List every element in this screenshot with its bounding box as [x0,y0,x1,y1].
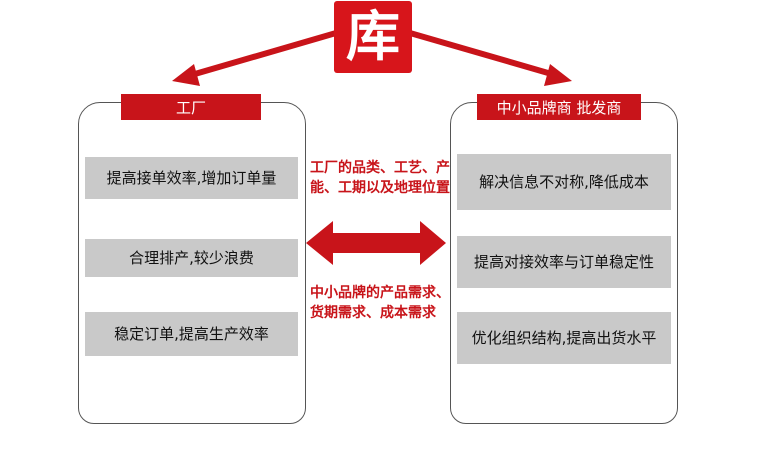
ku-logo-icon: 库 [334,1,412,73]
factory-benefit-2: 合理排产,较少浪费 [85,239,298,277]
factory-header: 工厂 [121,94,261,120]
factory-benefit-3: 稳定订单,提高生产效率 [85,312,298,356]
arrow-to-factory [187,30,337,79]
brand-benefit-1: 解决信息不对称,降低成本 [457,154,671,210]
factory-benefit-1: 提高接单效率,增加订单量 [85,157,298,199]
arrow-to-brands [409,30,556,78]
factory-info-text: 工厂的品类、工艺、产能、工期以及地理位置 [310,160,450,196]
brands-header: 中小品牌商 批发商 [477,94,641,120]
brand-benefit-3: 优化组织结构,提高出货水平 [457,312,671,364]
double-arrow [306,221,446,265]
arrowhead-left [172,64,200,86]
brand-demand-text: 中小品牌的产品需求、货期需求、成本需求 [310,285,450,321]
arrowhead-right [544,64,572,86]
brand-benefit-2: 提高对接效率与订单稳定性 [457,236,671,288]
